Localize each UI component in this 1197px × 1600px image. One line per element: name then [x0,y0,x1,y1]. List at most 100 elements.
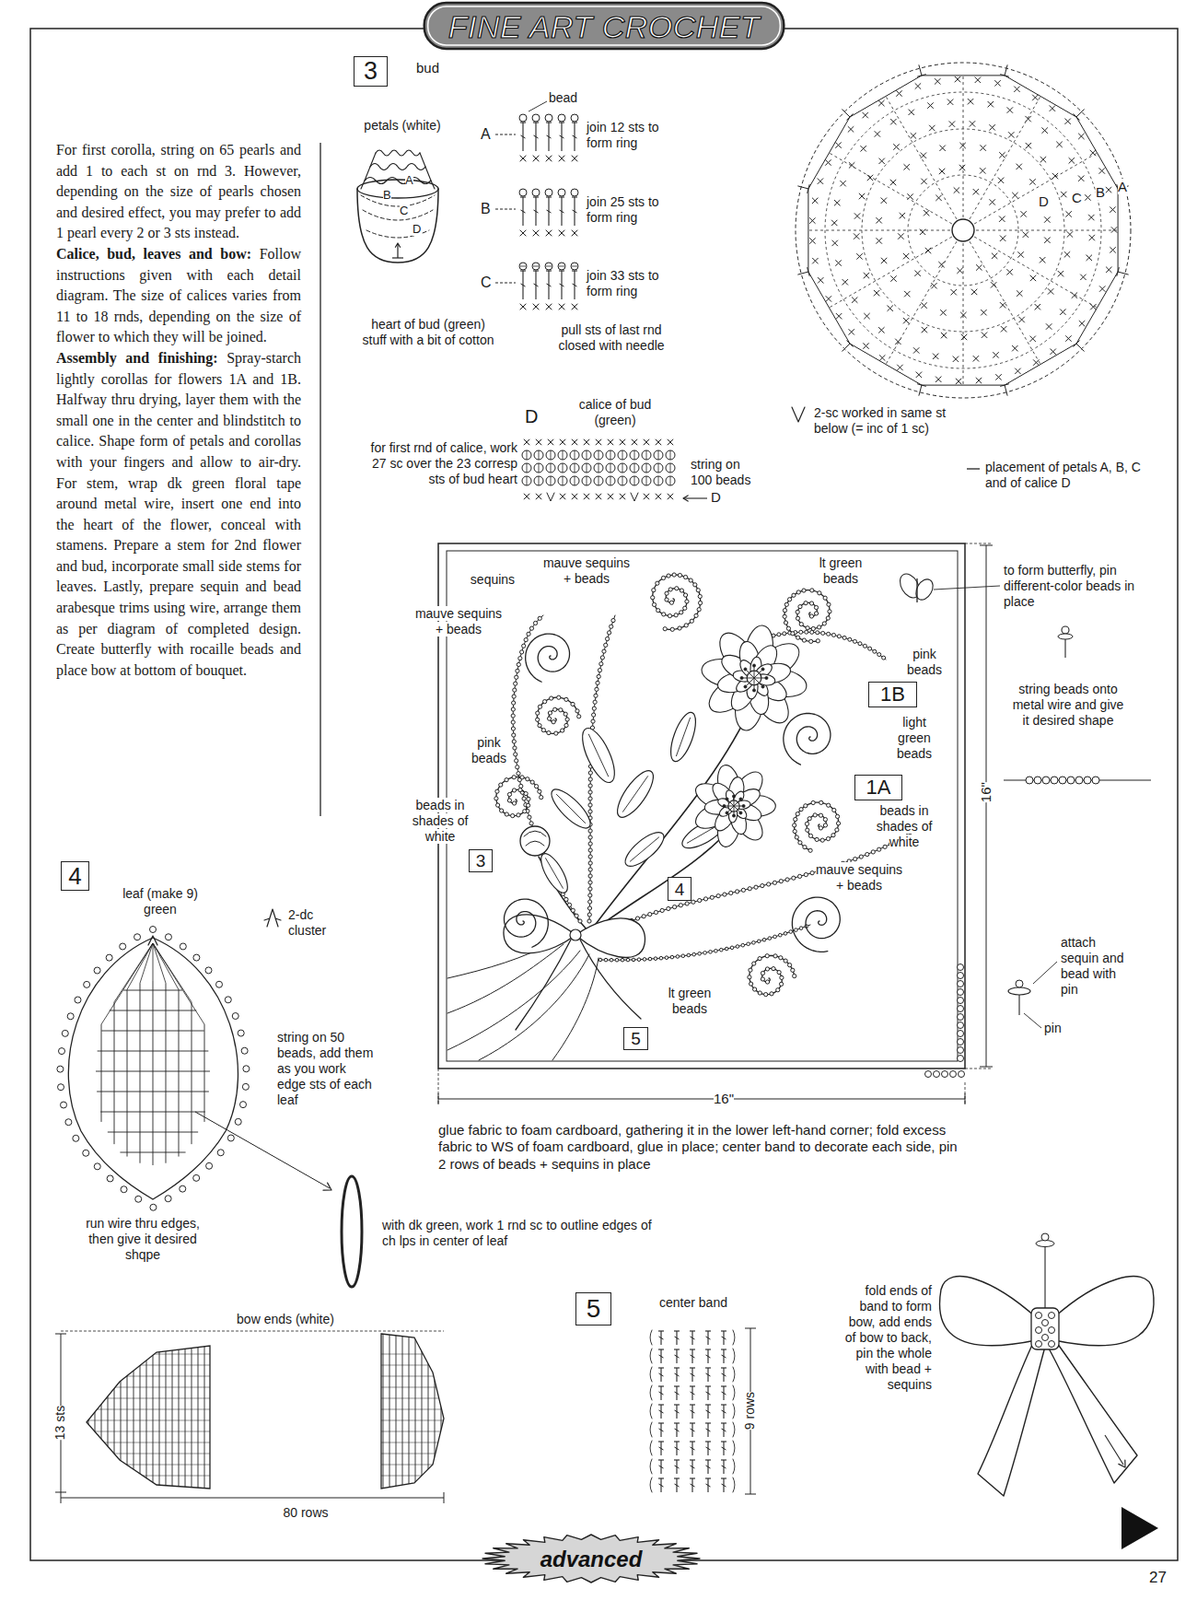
sc-symbol [897,232,904,239]
dc-symbol [1076,108,1084,117]
diagram-label: D [1038,193,1049,210]
bead-symbol [792,828,797,833]
diagram-label: 2-dc cluster [288,906,326,938]
sc-symbol [595,439,602,445]
label-wrap: D [412,221,421,237]
bead-symbol [805,827,810,832]
sc-symbol [523,439,530,445]
dc-symbol [720,1476,727,1478]
bead-trim [512,615,581,921]
bead-symbol [1015,979,1023,988]
sc-symbol [1013,86,1020,93]
label-wrap: advanced [540,1545,643,1572]
bead-symbol [553,707,558,711]
chart-center [952,219,975,242]
bead-symbol [588,783,593,788]
leaf-chart-line [178,988,180,1156]
leaf-chart-line [114,942,153,1002]
bead-symbol [237,1029,245,1036]
sc-symbol [930,282,937,289]
sc-symbol [812,197,818,204]
stamen-tip [753,663,756,667]
dc-symbol [690,1483,696,1487]
bead-symbol [519,114,527,122]
label-wrap: 2-sc worked in same st below (= inc of 1… [813,405,978,437]
sc-symbol [904,290,910,297]
sc-symbol [1022,232,1029,238]
bead-symbol [216,980,223,988]
cluster-symbol [148,935,158,945]
chart-row-line [82,1386,212,1388]
bead-symbol [519,262,527,270]
label-wrap: string on 100 beads [690,456,765,489]
spiral-trim [496,776,542,815]
sc-symbol [1109,206,1116,212]
sc-symbol [890,275,896,281]
sc-symbol [1111,226,1117,233]
bead-symbol [512,687,517,692]
arrow-base [392,256,404,258]
bead-symbol [785,877,790,882]
dc-symbol [705,1384,711,1386]
bow-tail [515,939,571,1030]
sc-symbol [999,302,1006,308]
chart-spoke [827,236,953,309]
legend-dash [966,467,980,469]
dc-symbol [721,1483,727,1487]
sc-symbol [988,124,995,130]
sc-symbol [904,290,910,297]
leader-line [495,209,516,210]
bead-symbol [808,848,813,852]
dc-symbol [674,1440,680,1442]
bead-symbol [813,611,818,616]
bead-symbol [629,463,640,473]
arrow-head [1118,1459,1126,1467]
bead-symbol [512,745,517,750]
diagram-label: join 25 sts to form ring [586,194,660,225]
dc-symbol [658,1421,664,1423]
bead-symbol [795,812,800,816]
dc-symbol [658,1458,664,1460]
bead-symbol [569,450,580,460]
dc-symbol [1004,384,1008,396]
sc-symbol [927,102,933,108]
sc-symbol [571,493,578,500]
bead-mark [538,450,540,460]
sc-symbol [908,109,915,116]
diagram-label: run wire thru edges, then give it desire… [85,1215,200,1262]
sc-symbol [571,155,579,163]
stamen [743,677,755,679]
bead-symbol [569,476,580,486]
leaf-chart-line [119,1151,186,1153]
sc-symbol [520,155,527,163]
bead-mark [610,450,612,460]
sc-symbol [947,98,953,105]
bead-symbol [604,957,608,962]
sc-symbol [1078,175,1084,182]
bead-symbol [823,595,827,600]
sc-symbol [831,240,837,246]
title-tab [424,2,785,49]
sc-symbol [887,304,894,311]
sc-symbol [988,198,995,205]
sc-symbol [607,493,614,500]
callout-number: 4 [674,880,686,898]
chart-row-line [377,1464,446,1465]
sc-symbol [1045,323,1052,329]
sc-symbol [655,439,662,445]
bead-symbol [681,953,686,958]
bead-mark [574,463,576,473]
bead-symbol [716,894,721,898]
sc-symbol [817,177,824,184]
label-wrap: sequins [460,571,525,588]
leaf-chart-line [109,1010,197,1012]
bead-symbol [604,642,608,647]
pin-shaft [1064,639,1066,658]
dc-symbol [705,1403,711,1405]
sc-symbol [992,351,999,358]
sc-symbol [607,439,614,445]
sc-symbol [1079,320,1085,326]
diagram-label: beads in shades of white [876,802,933,849]
bead-symbol [516,662,521,666]
bead-symbol [519,188,527,197]
